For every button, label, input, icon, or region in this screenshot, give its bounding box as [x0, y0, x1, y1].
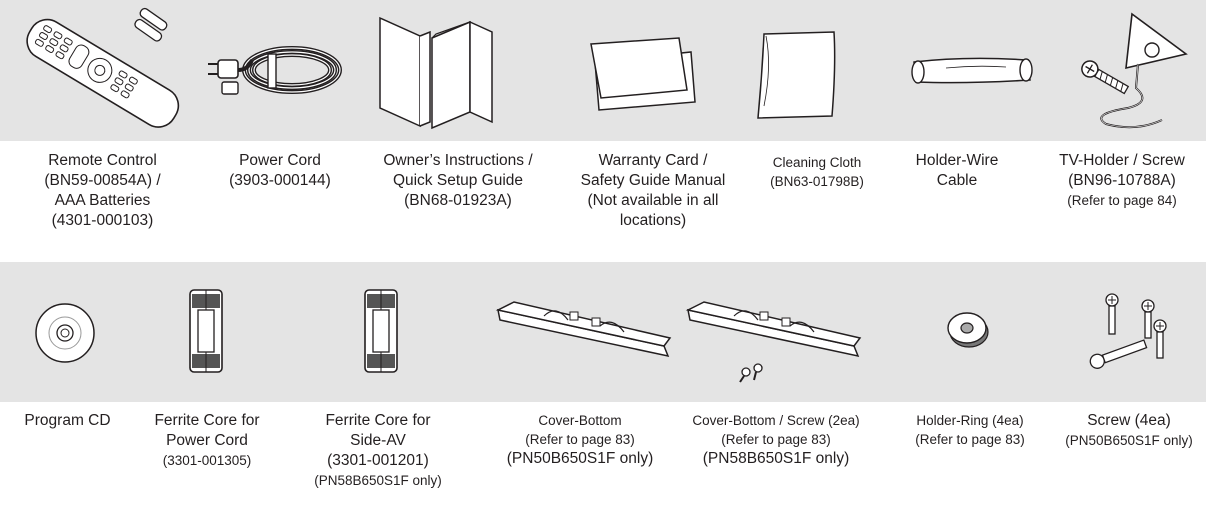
caption-program-cd: Program CD	[10, 411, 125, 431]
caption-line: (PN58B650S1F only)	[314, 473, 442, 488]
caption-line: (BN63-01798B)	[770, 174, 864, 189]
caption-remote-control: Remote Control (BN59-00854A) / AAA Batteri…	[15, 151, 190, 231]
caption-warranty-card: Warranty Card / Safety Guide Manual (Not a…	[563, 151, 743, 231]
caption-line: Owner’s Instructions /	[383, 152, 533, 169]
caption-line: Program CD	[24, 412, 111, 429]
caption-line: (Not available in all	[587, 192, 719, 209]
ferrite-core-side-av-icon	[364, 289, 398, 373]
caption-line: (3903-000144)	[229, 172, 331, 189]
caption-line: Cover-Bottom	[538, 413, 622, 428]
caption-screw-4ea: Screw (4ea) (PN50B650S1F only)	[1052, 411, 1206, 450]
caption-power-cord: Power Cord (3903-000144)	[205, 151, 355, 191]
caption-line: (PN58B650S1F only)	[702, 450, 850, 467]
ferrite-core-power-cord-icon	[189, 289, 223, 373]
caption-line: Screw (4ea)	[1087, 412, 1171, 429]
caption-line: Holder-Wire	[915, 152, 999, 169]
manual-booklet-icon	[379, 16, 493, 130]
caption-line: (3301-001305)	[162, 453, 252, 468]
caption-line: Warranty Card /	[598, 152, 708, 169]
caption-line: Power Cord	[166, 432, 248, 449]
caption-line: Safety Guide Manual	[580, 172, 726, 189]
caption-tv-holder-screw: TV-Holder / Screw (BN96-10788A) (Refer to …	[1042, 151, 1202, 210]
caption-owners-instructions: Owner’s Instructions / Quick Setup Guide (…	[358, 151, 558, 211]
warranty-card-icon	[590, 37, 696, 111]
remote-control-icon	[26, 7, 180, 128]
caption-line: (Refer to page 83)	[721, 432, 831, 447]
holder-wire-cable-icon	[911, 57, 1033, 84]
tv-holder-screw-icon	[1081, 12, 1188, 129]
caption-line: Power Cord	[239, 152, 321, 169]
cover-bottom-screw-icon	[685, 301, 862, 383]
caption-line: Quick Setup Guide	[392, 172, 524, 189]
caption-line: (BN59-00854A) /	[44, 172, 161, 189]
caption-holder-ring: Holder-Ring (4ea) (Refer to page 83)	[895, 411, 1045, 449]
holder-ring-icon	[947, 312, 989, 348]
screw-4ea-icon	[1089, 293, 1167, 369]
caption-line: (PN50B650S1F only)	[1065, 433, 1193, 448]
caption-line: Side-AV	[350, 432, 406, 449]
caption-cleaning-cloth: Cleaning Cloth (BN63-01798B)	[752, 153, 882, 191]
cleaning-cloth-icon	[757, 31, 836, 119]
caption-line: Ferrite Core for	[325, 412, 431, 429]
program-cd-icon	[35, 303, 95, 363]
caption-line: (4301-000103)	[51, 212, 154, 229]
caption-line: (Refer to page 83)	[915, 432, 1025, 447]
caption-line: (PN50B650S1F only)	[506, 450, 654, 467]
caption-line: Remote Control	[48, 152, 157, 169]
cover-bottom-icon	[495, 301, 672, 358]
caption-line: Cleaning Cloth	[772, 155, 862, 170]
caption-line: locations)	[619, 212, 687, 229]
caption-line: Cover-Bottom / Screw (2ea)	[692, 413, 860, 428]
caption-line: (BN96-10788A)	[1068, 172, 1176, 189]
caption-line: TV-Holder / Screw	[1059, 152, 1185, 169]
caption-line: (3301-001201)	[327, 452, 429, 469]
caption-line: (Refer to page 83)	[525, 432, 635, 447]
caption-line: (BN68-01923A)	[404, 192, 512, 209]
caption-cover-bottom-screw: Cover-Bottom / Screw (2ea) (Refer to page…	[676, 411, 876, 469]
caption-line: Cable	[936, 172, 978, 189]
caption-line: AAA Batteries	[54, 192, 151, 209]
caption-line: Ferrite Core for	[154, 412, 260, 429]
caption-line: Holder-Ring (4ea)	[916, 413, 1024, 428]
caption-line: (Refer to page 84)	[1067, 193, 1177, 208]
power-cord-icon	[208, 46, 342, 95]
caption-cover-bottom: Cover-Bottom (Refer to page 83) (PN50B650S…	[495, 411, 665, 469]
